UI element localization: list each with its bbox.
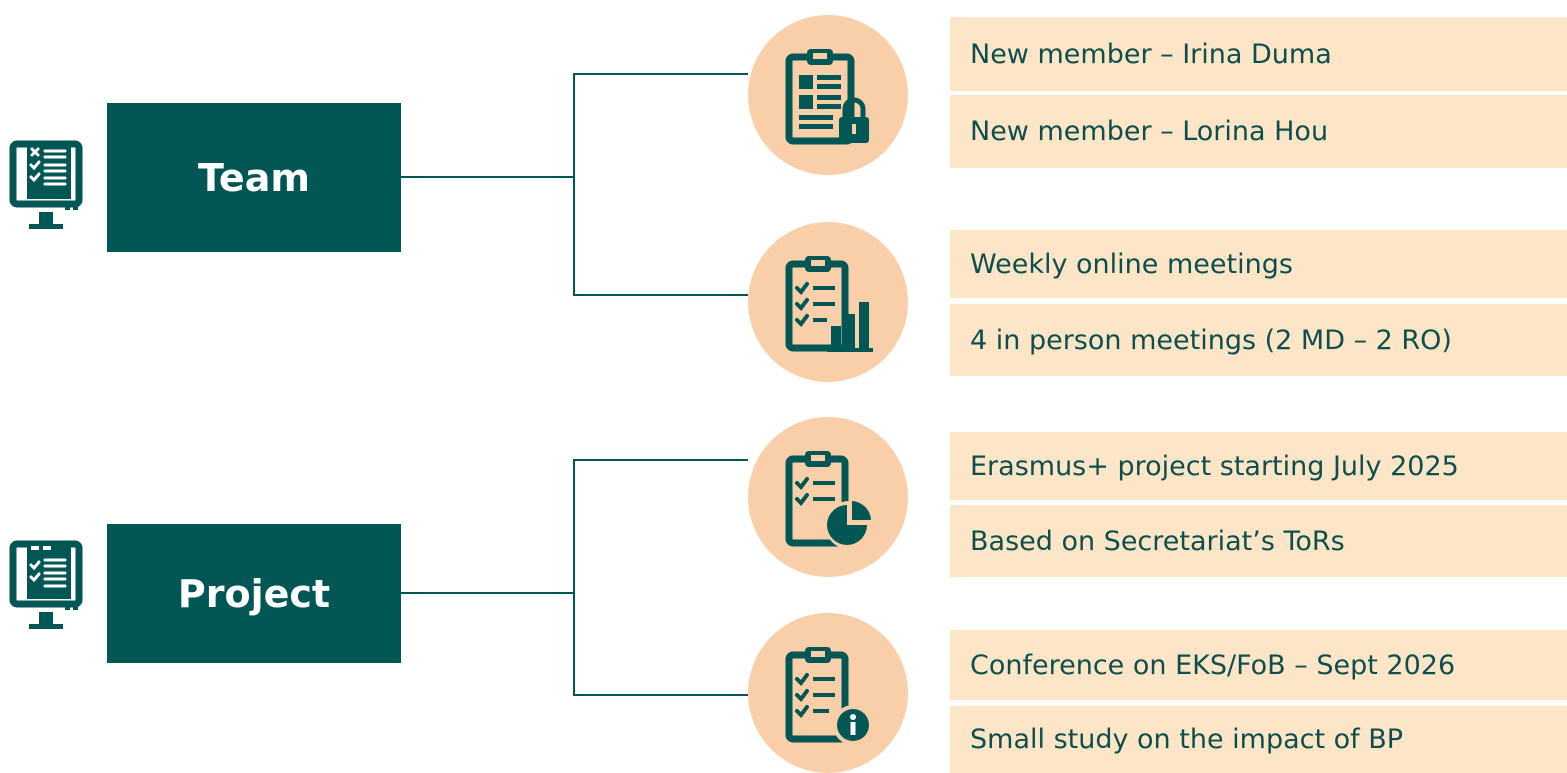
clipboard-bar-chart-icon-circle	[748, 222, 908, 382]
clipboard-lock-icon	[785, 49, 869, 145]
project-box: Project	[107, 524, 401, 663]
monitor-checklist-icon	[9, 538, 89, 636]
list-item: New member – Lorina Hou	[950, 95, 1567, 168]
monitor-checklist-icon	[9, 138, 89, 236]
team-box: Team	[107, 103, 401, 252]
list-item: Erasmus+ project starting July 2025	[950, 432, 1567, 500]
clipboard-info-icon-circle	[748, 613, 908, 773]
list-item: Small study on the impact of BP	[950, 706, 1567, 773]
clipboard-bar-chart-icon	[785, 256, 873, 352]
project-label: Project	[177, 571, 331, 616]
list-item: Weekly online meetings	[950, 230, 1567, 298]
list-item: Based on Secretariat’s ToRs	[950, 505, 1567, 577]
clipboard-pie-chart-icon-circle	[748, 417, 908, 577]
clipboard-pie-chart-icon	[785, 451, 873, 549]
clipboard-info-icon	[785, 647, 873, 745]
list-item: 4 in person meetings (2 MD – 2 RO)	[950, 304, 1567, 376]
clipboard-lock-icon-circle	[748, 15, 908, 175]
team-label: Team	[198, 155, 310, 200]
list-item: Conference on EKS/FoB – Sept 2026	[950, 630, 1567, 700]
list-item: New member – Irina Duma	[950, 17, 1567, 91]
